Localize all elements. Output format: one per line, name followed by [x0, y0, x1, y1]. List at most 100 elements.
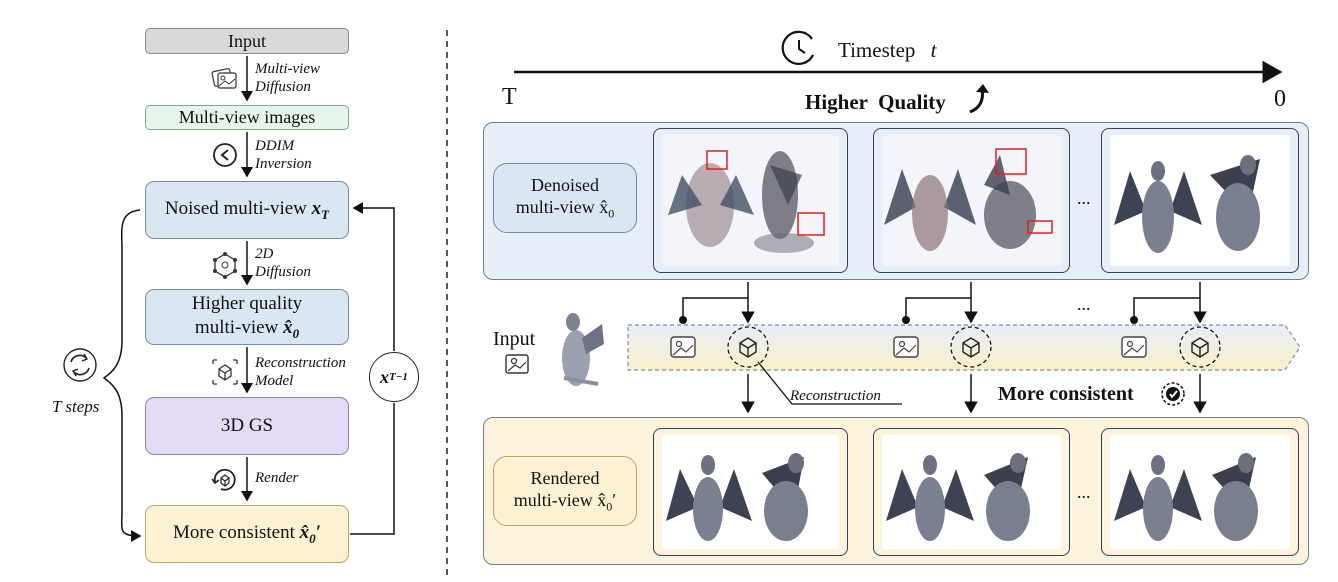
- timeline-start-label: T: [502, 84, 517, 110]
- step-2d-diffusion-label: 2D Diffusion: [255, 246, 311, 281]
- render-icon: [211, 468, 236, 491]
- rendered-label-box: Rendered multi-view x̂0′: [493, 456, 637, 526]
- rendered-frame-1: [653, 428, 848, 556]
- loop-right-to-noised: [352, 202, 395, 351]
- timeline-end-label: 0: [1274, 86, 1286, 112]
- step-multiview-diffusion-label: Multi-view Diffusion: [255, 61, 320, 96]
- 3d-gs-label: 3D GS: [220, 415, 274, 437]
- input-box: Input: [145, 28, 349, 54]
- noised-multiview-box: Noised multi-view xT: [145, 181, 349, 239]
- step-render-label: Render: [255, 470, 298, 488]
- rendered-dragons-1: [666, 453, 808, 541]
- timestep-clock-icon: [781, 30, 814, 65]
- loop-right-up: [350, 403, 395, 535]
- band-image-icon-1: [670, 336, 696, 358]
- band-cube-icon-1: [727, 326, 769, 368]
- band-cube-icon-3: [1179, 326, 1221, 368]
- denoised-image-1: [662, 135, 839, 266]
- step2-line2: Inversion: [255, 155, 312, 172]
- step2-line1: DDIM: [255, 138, 295, 154]
- denoised-line2-text: multi-view x̂: [515, 197, 609, 218]
- rendered-frame-2: [873, 428, 1070, 556]
- noised-multiview-label: Noised multi-view xT: [165, 197, 329, 223]
- reconstruction-label: Reconstruction: [790, 388, 881, 404]
- rendered-frame-3: [1101, 428, 1299, 556]
- multiview-images-label: Multi-view images: [178, 107, 316, 128]
- more-consistent-right-label: More consistent: [998, 383, 1134, 405]
- noised-sub: T: [321, 206, 330, 222]
- rendered-image-1: [662, 435, 839, 549]
- diffusion-nodes-icon: [213, 252, 237, 279]
- more-consistent-label: More consistent x̂0′: [173, 521, 321, 547]
- noised-math: x: [311, 197, 322, 219]
- highlight-box: [1027, 220, 1053, 234]
- reconstruction-pointer: [757, 361, 902, 405]
- step5-line1: Render: [255, 470, 299, 486]
- step1-line2: Diffusion: [255, 78, 311, 95]
- rendered-image-3: [1110, 435, 1290, 549]
- highlight-box: [797, 212, 825, 236]
- rendered-line2: multi-view x̂0′: [514, 489, 616, 515]
- denoised-image-3: [1110, 135, 1290, 266]
- noised-text: Noised multi-view: [164, 197, 312, 219]
- rendered-image-2: [882, 435, 1061, 549]
- rendered-sub: 0: [606, 500, 613, 515]
- input-label: Input: [228, 30, 266, 51]
- step-reconstruction-model-label: Reconstruction Model: [255, 355, 346, 390]
- denoised-frame-2: [873, 128, 1070, 273]
- rendered-dragons-3: [1114, 453, 1258, 541]
- band-cube-icon-2: [950, 326, 992, 368]
- hq-line1: Higher quality: [191, 293, 303, 315]
- rendered-line2-text: multi-view x̂: [513, 490, 607, 511]
- denoised-sub: 0: [608, 207, 615, 222]
- connector-group-1: [682, 282, 755, 414]
- rendered-ellipsis: ...: [1077, 482, 1091, 502]
- rewind-icon: [213, 143, 237, 167]
- reconstruction-band: [627, 324, 1301, 371]
- consistent-math: x̂: [299, 521, 310, 543]
- right-connectors: [505, 30, 1301, 414]
- blurry-dragons-2: [884, 148, 1053, 251]
- connector-group-3: [1133, 282, 1207, 414]
- step4-line2: Model: [255, 372, 294, 389]
- denoised-line1: Denoised: [531, 174, 599, 195]
- step3-line1: 2D: [255, 246, 274, 262]
- consistent-prime: ′: [315, 521, 321, 543]
- multiview-image-icon: [211, 68, 237, 89]
- consistent-check-icon: [1161, 382, 1185, 406]
- timestep-label: Timestep t: [838, 38, 937, 63]
- t-steps-label: T steps: [52, 397, 100, 416]
- higher-quality-label: Higher Quality: [805, 90, 946, 114]
- band-image-icon-3: [1121, 336, 1147, 358]
- timestep-word: Timestep: [838, 38, 916, 62]
- highlight-box: [995, 148, 1027, 175]
- denoised-image-2: [882, 135, 1061, 266]
- denoised-line2: multi-view x̂0: [516, 196, 615, 222]
- band-image-icon-2: [893, 336, 919, 358]
- denoised-label-box: Denoised multi-view x̂0: [493, 163, 637, 233]
- denoised-ellipsis: ...: [1077, 188, 1091, 208]
- band-ellipsis: ...: [1077, 294, 1091, 314]
- cycle-icon: [63, 348, 97, 382]
- timestep-var: t: [930, 38, 937, 62]
- more-consistent-box: More consistent x̂0′: [145, 505, 349, 563]
- consistent-sub: 0: [309, 530, 316, 546]
- blurry-dragons-1: [668, 150, 825, 253]
- rendered-prime: ′: [612, 490, 617, 511]
- input-dragon-thumbnail: [562, 313, 604, 386]
- denoised-frame-1: [653, 128, 848, 273]
- step4-line1: Reconstruction: [255, 355, 346, 371]
- step3-line2: Diffusion: [255, 263, 311, 280]
- step-ddim-inversion-label: DDIM Inversion: [255, 138, 312, 173]
- reconstruction-cube-icon: [212, 359, 238, 385]
- loop-math: x: [380, 366, 390, 387]
- input-right-label: Input: [493, 328, 536, 350]
- hq-line2-text: multi-view: [194, 316, 284, 338]
- highlight-box: [706, 150, 728, 170]
- hq-sub: 0: [292, 325, 300, 341]
- input-image-icon: [505, 354, 529, 374]
- hq-line2: multi-view x̂0: [195, 316, 299, 342]
- denoised-frame-3: [1101, 128, 1299, 273]
- 3d-gs-box: 3D GS: [145, 397, 349, 455]
